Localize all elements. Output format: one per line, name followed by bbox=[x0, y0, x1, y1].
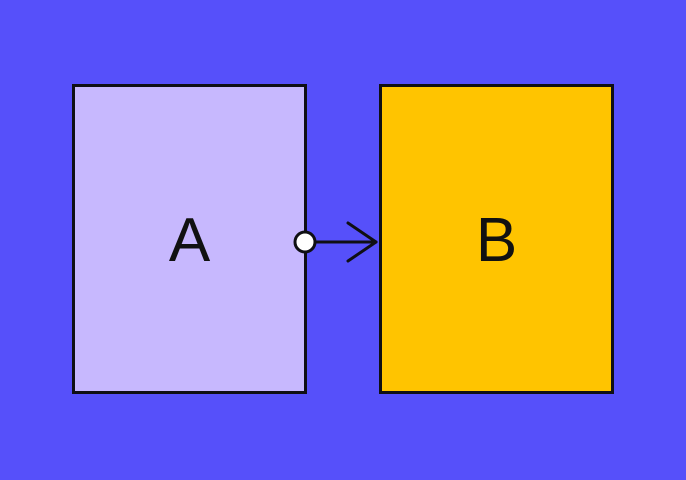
edge-a-to-b bbox=[293, 221, 378, 263]
arrowhead-icon bbox=[346, 221, 378, 263]
connector-start-dot bbox=[293, 230, 317, 254]
node-a-label: A bbox=[168, 206, 211, 275]
node-b-label: B bbox=[475, 206, 518, 275]
node-b[interactable]: B bbox=[379, 84, 614, 394]
node-a[interactable]: A bbox=[72, 84, 307, 394]
